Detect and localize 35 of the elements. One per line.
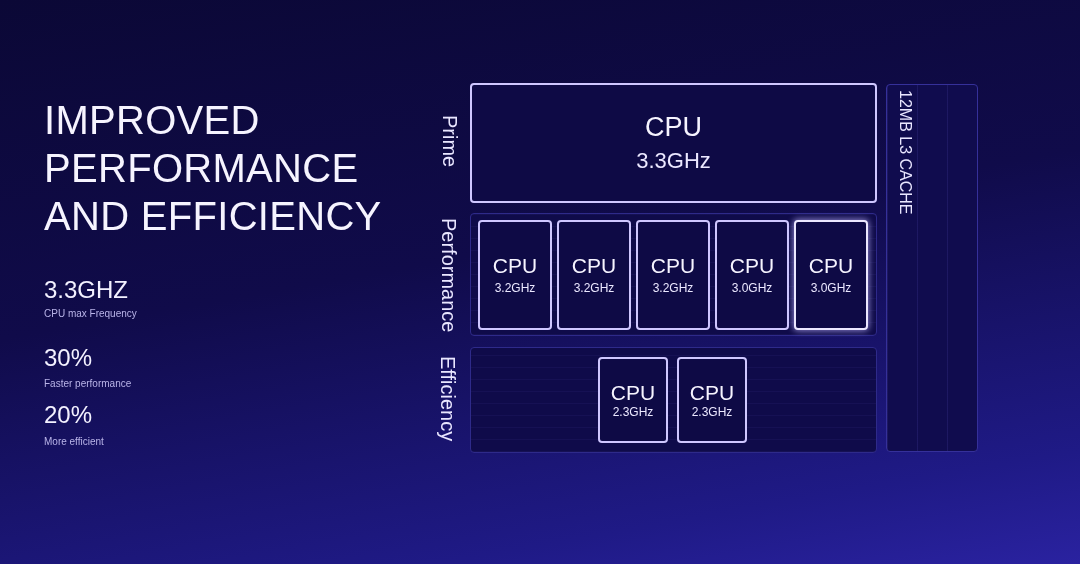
cpu-core-box bbox=[677, 357, 747, 443]
cpu-label: CPU bbox=[610, 380, 656, 404]
frequency-label: 3.2GHz bbox=[573, 282, 615, 296]
cpu-core-box bbox=[715, 220, 789, 330]
cpu-label: CPU bbox=[650, 254, 696, 278]
cluster-label: Prime bbox=[440, 115, 460, 168]
frequency-label: 3.0GHz bbox=[731, 282, 773, 296]
cpu-label: CPU bbox=[492, 254, 538, 278]
cpu-label: CPU bbox=[571, 254, 617, 278]
stat-caption: CPU max Frequency bbox=[44, 308, 137, 320]
frequency-label: 3.2GHz bbox=[652, 282, 694, 296]
cpu-core-box bbox=[598, 357, 668, 443]
stat-caption: More efficient bbox=[44, 436, 104, 448]
frequency-label: 2.3GHz bbox=[612, 405, 654, 420]
cache-label: 12MB L3 CACHE bbox=[897, 90, 913, 215]
cpu-label: CPU bbox=[645, 113, 702, 143]
cpu-core-box bbox=[557, 220, 631, 330]
cpu-core-box bbox=[794, 220, 868, 330]
frequency-label: 3.3GHz bbox=[636, 148, 711, 173]
slide-title: IMPROVED PERFORMANCE AND EFFICIENCY bbox=[44, 97, 383, 240]
frequency-label: 2.3GHz bbox=[691, 405, 733, 420]
frequency-label: 3.0GHz bbox=[810, 282, 852, 296]
cpu-core-box bbox=[636, 220, 710, 330]
cpu-label: CPU bbox=[689, 380, 735, 404]
stat-caption: Faster performance bbox=[44, 378, 132, 390]
cpu-core-box bbox=[478, 220, 552, 330]
cluster-label: Performance bbox=[439, 218, 459, 333]
stat-value: 30% bbox=[44, 344, 93, 372]
cpu-label: CPU bbox=[808, 254, 854, 278]
frequency-label: 3.2GHz bbox=[494, 282, 536, 296]
cache-panel bbox=[886, 84, 978, 452]
cpu-label: CPU bbox=[729, 254, 775, 278]
cluster-label: Efficiency bbox=[438, 356, 458, 442]
stat-value: 3.3GHZ bbox=[44, 276, 129, 304]
stat-value: 20% bbox=[44, 401, 93, 429]
